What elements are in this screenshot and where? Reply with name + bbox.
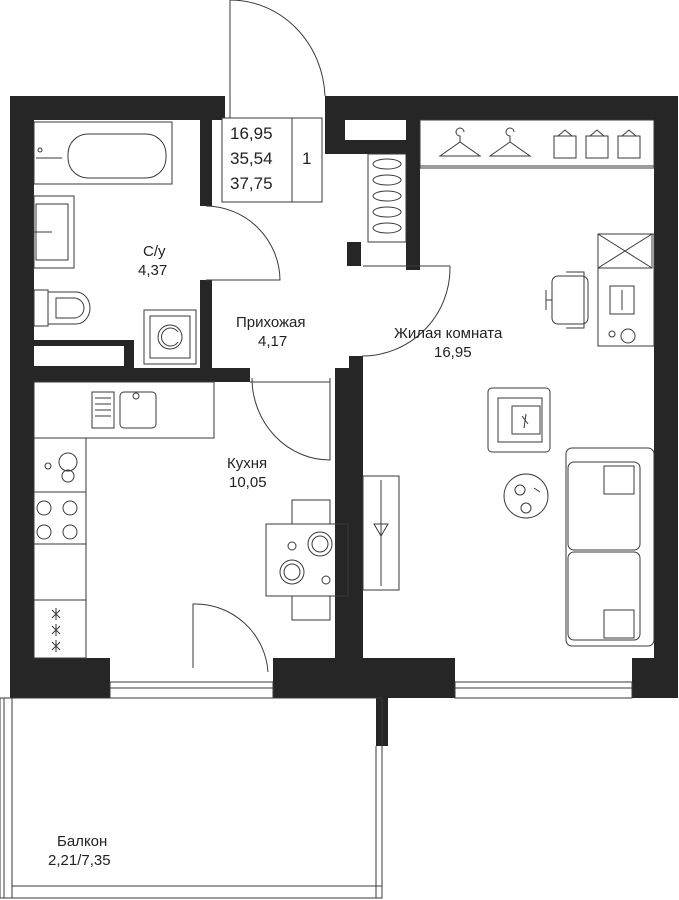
kitchen-door xyxy=(251,377,331,461)
wall-bottom-mid xyxy=(273,658,455,698)
room-area-balcony: 2,21/7,35 xyxy=(48,852,111,869)
wall-bath-hall-low xyxy=(200,280,212,370)
folded-shirt-icon xyxy=(553,129,577,159)
fridge-icon xyxy=(33,599,87,659)
wall-hall-living-top xyxy=(349,356,363,372)
hanger-icon xyxy=(488,127,532,157)
wall-wardrobe-side xyxy=(406,120,420,270)
room-name-balcony: Балкон xyxy=(57,833,107,850)
room-area-living: 16,95 xyxy=(434,344,472,361)
total-with-balcony: 37,75 xyxy=(230,174,273,193)
room-area-bathroom: 4,37 xyxy=(138,262,167,279)
room-area-kitchen: 10,05 xyxy=(229,474,267,491)
area-summary: 16,95 35,54 37,75 1 xyxy=(221,117,323,203)
room-name-hall: Прихожая xyxy=(236,314,306,331)
wall-entry-right xyxy=(325,96,345,154)
coffee-table-icon xyxy=(503,473,549,519)
living-area-total: 16,95 xyxy=(230,124,273,143)
wall-wardrobe-end xyxy=(347,242,361,266)
bathtub-icon xyxy=(33,121,173,185)
kitchen-counter xyxy=(33,381,215,659)
wall-bath-kitchen xyxy=(10,368,250,382)
window-living xyxy=(454,681,633,699)
shoe-rack-icon xyxy=(367,153,407,243)
wall-top-left xyxy=(10,96,225,120)
washing-machine-icon xyxy=(143,309,197,365)
desk xyxy=(597,233,655,347)
wall-bath-hall xyxy=(200,120,212,206)
sink-icon xyxy=(33,195,75,269)
room-area-hall: 4,17 xyxy=(258,333,287,350)
wall-right xyxy=(654,96,678,698)
folded-shirt-icon xyxy=(585,129,609,159)
wardrobe xyxy=(419,119,655,169)
room-name-kitchen: Кухня xyxy=(227,455,267,472)
folded-shirt-icon xyxy=(617,129,641,159)
bathroom-door xyxy=(205,205,281,281)
tv-icon xyxy=(362,475,400,591)
desk-chair-icon xyxy=(545,271,589,329)
wall-left xyxy=(10,96,34,698)
room-name-living: Жилая комната xyxy=(394,325,503,342)
desk-lamp-icon xyxy=(597,233,653,269)
doors xyxy=(192,0,451,673)
room-labels: С/у 4,37 Прихожая 4,17 Жилая комната 16,… xyxy=(48,243,503,869)
hanger-icon xyxy=(438,127,482,157)
toilet-icon xyxy=(33,289,91,327)
window-kitchen xyxy=(109,681,274,699)
windows xyxy=(109,681,633,699)
wall-bottom-right xyxy=(632,658,678,698)
wall-wardrobe-left xyxy=(325,140,420,154)
armchair-icon xyxy=(487,387,551,453)
balcony-door xyxy=(192,603,269,673)
wall-top-right xyxy=(325,96,678,120)
kitchen-sink-icon xyxy=(91,391,157,429)
sofa-icon xyxy=(565,447,655,647)
wall-bottom-left xyxy=(10,658,110,698)
walls xyxy=(10,96,678,746)
room-name-bathroom: С/у xyxy=(143,243,166,260)
stove-icon xyxy=(33,452,87,545)
rooms-count: 1 xyxy=(302,149,311,168)
wall-shaft-inner xyxy=(34,346,124,366)
dining-table-icon xyxy=(265,499,349,621)
total-area: 35,54 xyxy=(230,149,273,168)
wall-hall-living xyxy=(335,368,363,660)
balcony xyxy=(0,697,383,899)
